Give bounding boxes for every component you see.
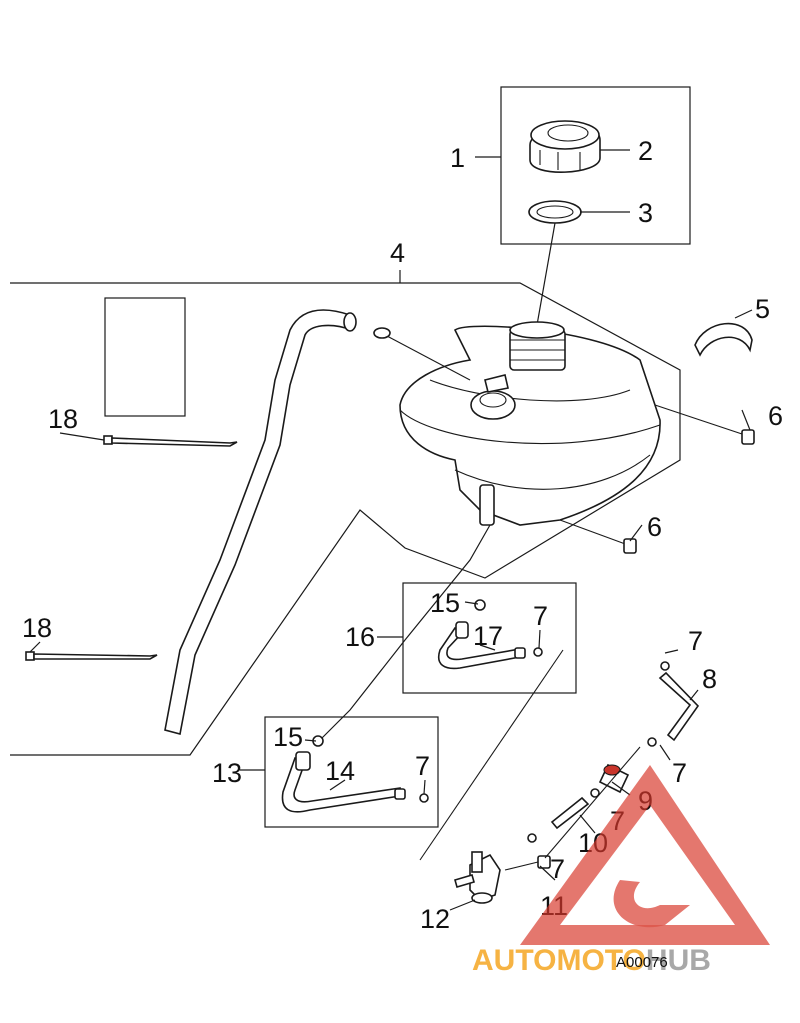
- reference-code: A00076: [616, 954, 668, 971]
- vent-clamp: [373, 327, 391, 339]
- callout-14: 14: [325, 756, 355, 786]
- callout-12: 12: [420, 904, 450, 934]
- fuel-cap: [529, 120, 601, 173]
- callout-6-upper: 6: [768, 401, 783, 431]
- callout-4: 4: [390, 238, 405, 268]
- callout-7-a: 7: [533, 601, 548, 631]
- callout-6-lower: 6: [647, 512, 662, 542]
- callout-7-d: 7: [672, 758, 687, 788]
- cap-kit-box: [500, 86, 691, 245]
- callout-7-c: 7: [688, 626, 703, 656]
- callout-7-b: 7: [415, 751, 430, 781]
- callout-18-lower: 18: [22, 613, 52, 643]
- watermark-brand: AUTOMOTOHUB: [472, 944, 711, 977]
- watermark-triangle-icon: [520, 765, 770, 945]
- callout-2: 2: [638, 136, 653, 166]
- callout-18-upper: 18: [48, 404, 78, 434]
- hose-upper: [438, 621, 526, 670]
- hose-lower: [281, 751, 406, 813]
- hose-clamp-upper: [474, 599, 543, 657]
- watermark-logo: AUTOMOTOHUB: [472, 765, 770, 977]
- tank-assembly-frame: [10, 282, 681, 756]
- fuel-hose-short: [527, 796, 590, 843]
- callout-8: 8: [702, 664, 717, 694]
- bolt-lower: [559, 519, 637, 554]
- callout-17: 17: [473, 621, 503, 651]
- hose-kit-box-upper: [402, 582, 577, 694]
- callout-3: 3: [638, 198, 653, 228]
- tank-pad: [694, 322, 753, 357]
- bolt-upper: [654, 404, 755, 445]
- callout-1: 1: [450, 143, 465, 173]
- valve-bolt: [504, 855, 551, 871]
- cable-tie-upper: [103, 435, 238, 447]
- fuel-valve: [454, 851, 501, 904]
- callout-13: 13: [212, 758, 242, 788]
- fuel-tank: [399, 321, 661, 526]
- fuel-filter: [590, 763, 630, 798]
- cap-gasket: [528, 200, 582, 224]
- callout-16: 16: [345, 622, 375, 652]
- callout-5: 5: [755, 294, 770, 324]
- callout-15-lower: 15: [273, 722, 303, 752]
- hose-kit-box-lower: [264, 716, 439, 828]
- fuel-hose-right: [647, 661, 700, 747]
- cable-tie-lower: [25, 651, 158, 661]
- callout-7-f: 7: [550, 854, 565, 884]
- callout-15-upper: 15: [430, 588, 460, 618]
- label-sheet: [104, 297, 186, 417]
- vent-hose: [164, 309, 353, 735]
